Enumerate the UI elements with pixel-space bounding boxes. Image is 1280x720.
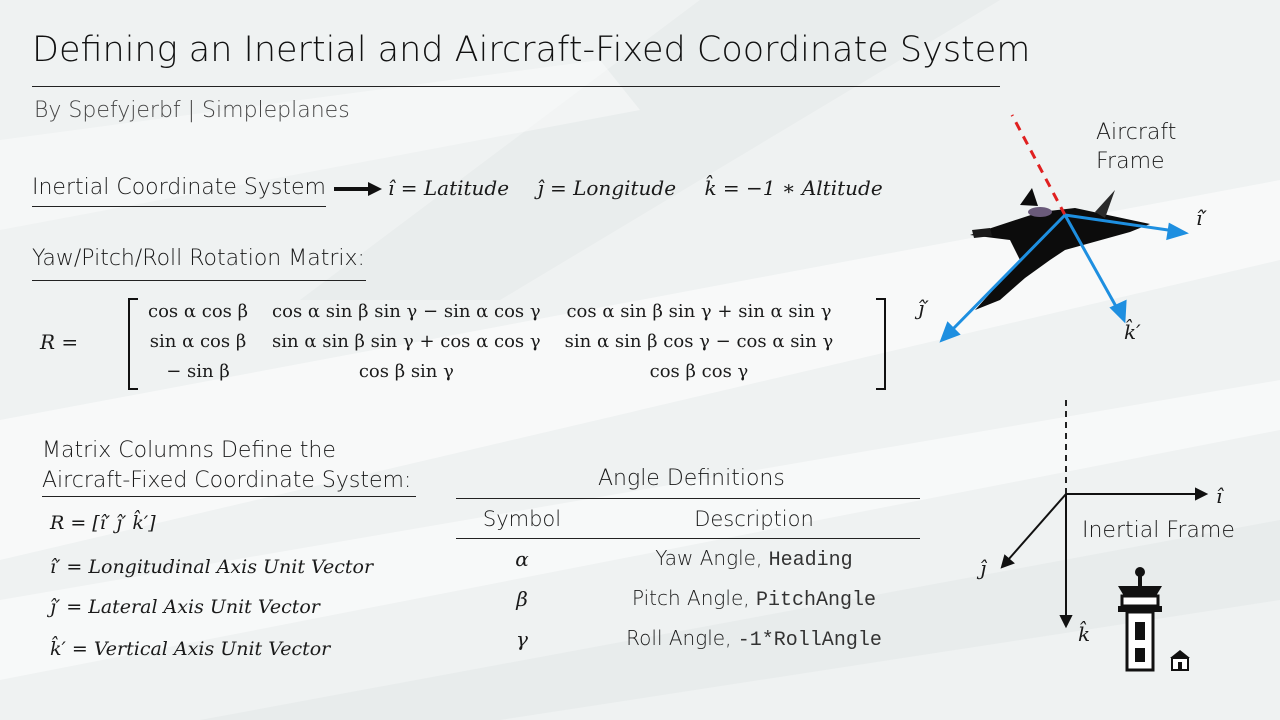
rotation-label-underline (32, 280, 366, 281)
aircraft-k-axis (1063, 214, 1120, 311)
matrix-columns-label: Matrix Columns Define the Aircraft-Fixed… (42, 438, 412, 493)
angle-desc-text: Roll Angle, (626, 626, 738, 650)
angle-symbol: γ (516, 627, 528, 651)
aircraft-j-axis-label: ȷ̂′ (918, 296, 929, 320)
angle-symbol: α (515, 547, 529, 571)
aircraft-frame-label: Aircraft Frame (1096, 120, 1177, 174)
angle-description: Pitch Angle, PitchAngle (588, 579, 920, 619)
matrix-cell: cos β sin γ (358, 360, 454, 382)
matrix-cell: cos α sin β sin γ + sin α sin γ (566, 300, 832, 322)
matrix-cells: cos α cos β cos α sin β sin γ − sin α co… (136, 296, 845, 386)
angle-table-title: Angle Definitions (598, 466, 785, 491)
table-header-row: Symbol Description (456, 500, 920, 539)
columns-label-underline (42, 496, 416, 497)
inertial-label-underline (32, 206, 326, 207)
column-header-symbol: Symbol (456, 500, 588, 539)
aircraft-j-axis (948, 213, 1067, 334)
aircraft-dashed-axis (1010, 114, 1067, 216)
angle-definitions-table: Symbol Description α Yaw Angle, Heading … (456, 500, 920, 659)
inertial-frame-diagram (1000, 400, 1209, 672)
angle-description: Roll Angle, -1*RollAngle (588, 619, 920, 659)
inertial-k-eq: k̂ = −1 ∗ Altitude (704, 176, 883, 200)
byline: By Spefyjerbf | Simpleplanes (34, 98, 350, 123)
matrix-left-bracket (128, 298, 138, 390)
right-arrow-icon (334, 182, 382, 196)
inertial-equations: ı̂ = Latitude ȷ̂ = Longitude k̂ = −1 ∗ A… (388, 176, 883, 200)
j-prime-definition: ȷ̂′ = Lateral Axis Unit Vector (50, 596, 320, 618)
angle-symbol: β (516, 587, 528, 611)
angle-desc-text: Pitch Angle, (631, 586, 756, 610)
i-prime-definition: ı̂′ = Longitudinal Axis Unit Vector (50, 556, 374, 578)
inertial-k-axis-label: k̂ (1078, 622, 1091, 646)
inertial-system-label: Inertial Coordinate System (32, 175, 326, 200)
aircraft-i-axis-label: ı̂′ (1196, 206, 1207, 230)
home-icon (1170, 650, 1190, 671)
inertial-j-axis-label: ȷ̂ (980, 556, 987, 580)
matrix-right-bracket (876, 298, 886, 390)
aircraft-frame-diagram (939, 114, 1189, 343)
angle-code: Heading (768, 549, 853, 572)
matrix-cell: cos α sin β sin γ − sin α cos γ (272, 300, 541, 322)
inertial-j-eq: ȷ̂ = Longitude (537, 176, 677, 200)
table-row: β Pitch Angle, PitchAngle (456, 579, 920, 619)
aircraft-k-axis-label: k̂′ (1124, 320, 1141, 344)
table-row: γ Roll Angle, -1*RollAngle (456, 619, 920, 659)
matrix-cell: cos β cos γ (649, 360, 749, 382)
control-tower-icon (1118, 567, 1162, 672)
inertial-i-eq: ı̂ = Latitude (388, 176, 510, 200)
inertial-frame-label: Inertial Frame (1082, 518, 1235, 543)
matrix-cell: sin α sin β cos γ − cos α sin γ (564, 330, 834, 352)
title-underline (32, 86, 1000, 87)
angle-code: PitchAngle (755, 589, 876, 612)
matrix-cell: cos α cos β (148, 300, 249, 322)
r-definition: R = [ı̂′ ȷ̂′ k̂′] (50, 512, 156, 534)
matrix-cell: − sin β (166, 360, 230, 382)
k-prime-definition: k̂′ = Vertical Axis Unit Vector (50, 638, 331, 660)
table-row: α Yaw Angle, Heading (456, 539, 920, 580)
column-header-description: Description (588, 500, 920, 539)
angle-description: Yaw Angle, Heading (588, 539, 920, 580)
angle-code: -1*RollAngle (737, 629, 882, 652)
rotation-matrix: R = cos α cos β cos α sin β sin γ − sin … (40, 296, 900, 392)
matrix-cell: sin α cos β (149, 330, 247, 352)
matrix-lhs: R = (40, 330, 79, 354)
inertial-j-axis (1007, 493, 1067, 561)
rotation-matrix-label: Yaw/Pitch/Roll Rotation Matrix: (32, 246, 365, 271)
aircraft-i-axis (1064, 213, 1176, 233)
aircraft-icon (970, 188, 1150, 310)
angle-table-top-rule (456, 498, 920, 499)
page-title: Defining an Inertial and Aircraft-Fixed … (32, 30, 1031, 70)
angle-desc-text: Yaw Angle, (655, 546, 769, 570)
inertial-i-axis-label: ı̂ (1216, 484, 1223, 508)
matrix-cell: sin α sin β sin γ + cos α cos γ (272, 330, 541, 352)
